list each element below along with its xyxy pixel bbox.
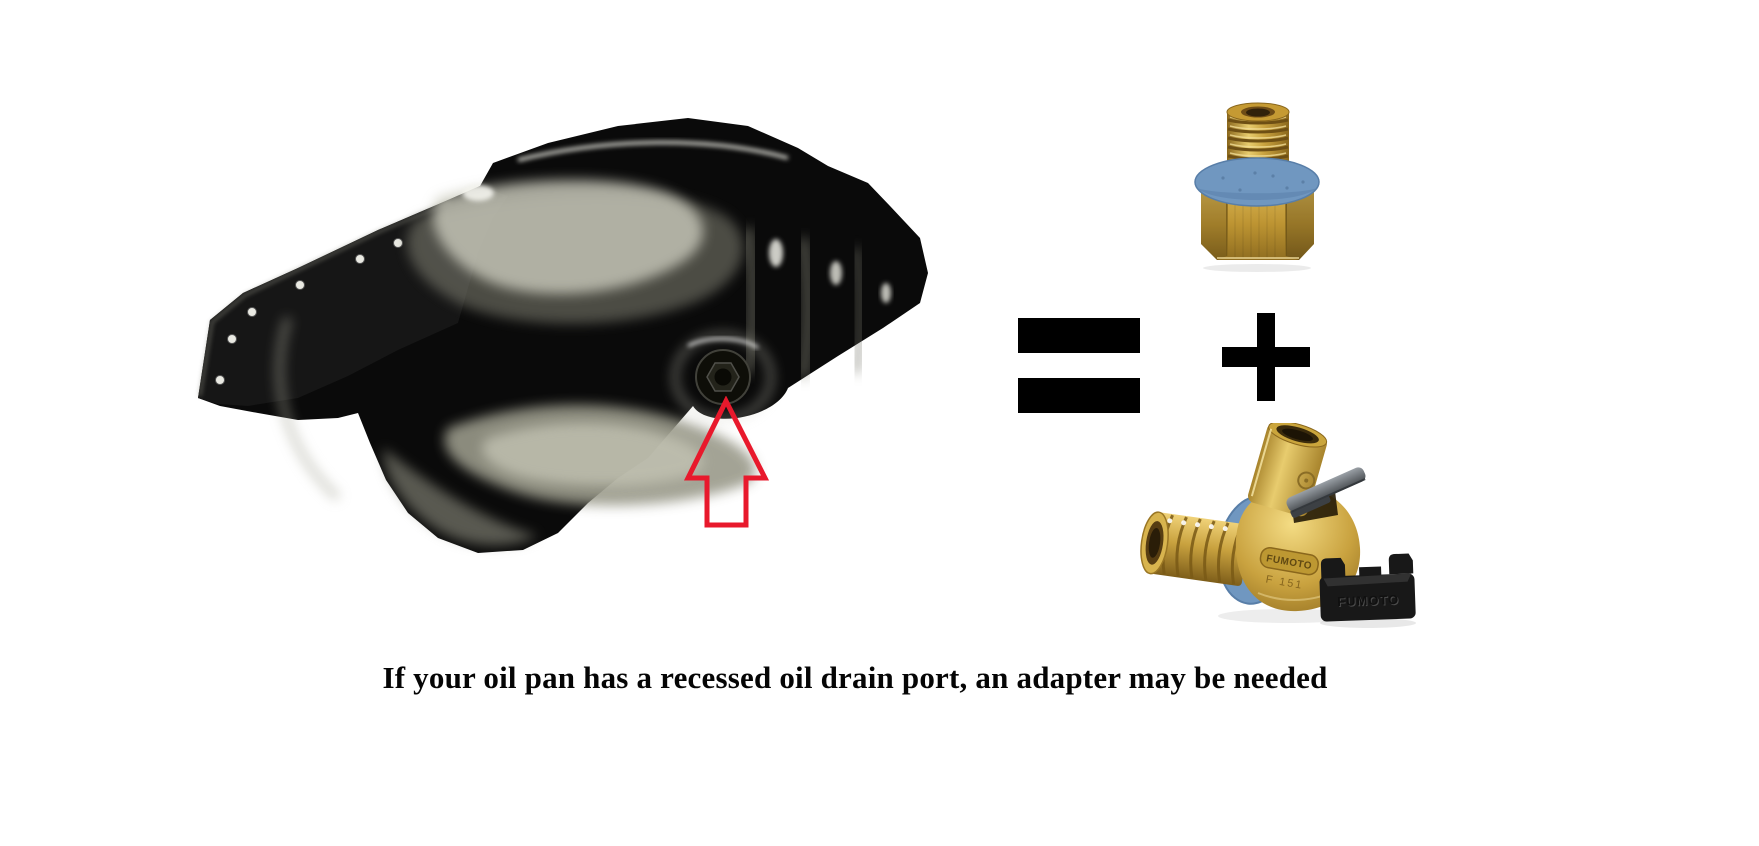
plus-horizontal-bar bbox=[1222, 347, 1310, 367]
up-arrow-icon bbox=[683, 396, 770, 528]
valve-threaded-nipple bbox=[1140, 511, 1250, 586]
clip-brand-text-emboss: FUMOTO bbox=[1338, 593, 1401, 610]
red-arrow-annotation bbox=[683, 396, 770, 528]
valve-clip: FUMOTO FUMOTO bbox=[1319, 553, 1416, 622]
adapter-shadow bbox=[1203, 264, 1311, 272]
caption-text: If your oil pan has a recessed oil drain… bbox=[382, 660, 1328, 695]
valve-outlet-hole bbox=[1148, 528, 1161, 558]
flange-edge-highlight bbox=[199, 201, 451, 397]
adapter-hex-base bbox=[1201, 188, 1314, 260]
drain-valve-image: FUMOTO F 151 FUMOTO FUMOTO bbox=[1140, 423, 1416, 628]
adapter-gasket bbox=[1194, 157, 1320, 207]
valve-lever bbox=[1286, 467, 1366, 518]
equals-bottom-bar bbox=[1018, 378, 1140, 413]
drain-port bbox=[672, 332, 774, 422]
cap-stamp-mark bbox=[1297, 471, 1316, 490]
plus-icon bbox=[1222, 313, 1310, 401]
pan-reflections bbox=[275, 140, 891, 546]
equals-icon bbox=[1018, 318, 1140, 413]
clip-brand-text: FUMOTO bbox=[1337, 592, 1400, 609]
adapter-image bbox=[1194, 102, 1320, 272]
adapter-bore-hole bbox=[1246, 108, 1270, 117]
oil-pan-body bbox=[198, 118, 928, 553]
oil-pan-image bbox=[198, 118, 928, 553]
flange-bolt-holes bbox=[215, 238, 403, 385]
equals-top-bar bbox=[1018, 318, 1140, 353]
